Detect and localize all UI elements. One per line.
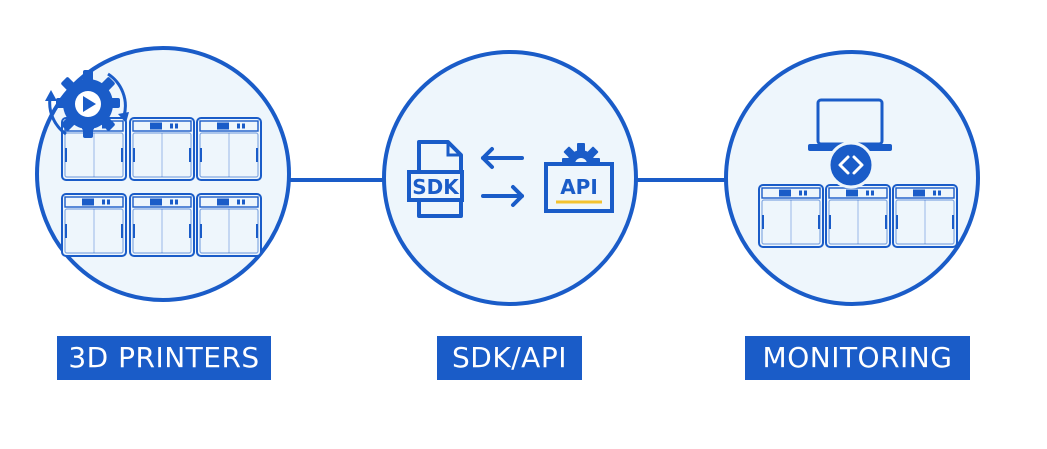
api-panel-icon: API (544, 143, 614, 213)
exchange-arrows-icon (481, 147, 524, 207)
sdk-doc-text: SDK (412, 175, 460, 199)
sdkapi-circle (382, 50, 638, 306)
remote-connection-icon (827, 141, 875, 189)
label-monitoring: MONITORING (745, 336, 970, 380)
api-panel-text: API (560, 175, 598, 199)
printer-icon (196, 193, 262, 257)
printer-icon (129, 117, 195, 181)
label-sdk-api: SDK/API (437, 336, 582, 380)
monitored-printers (758, 184, 958, 248)
printer-icon (196, 117, 262, 181)
sdk-document-icon: SDK (407, 140, 464, 218)
printer-icon (892, 184, 958, 248)
printer-icon (825, 184, 891, 248)
label-3d-printers: 3D PRINTERS (57, 336, 271, 380)
play-gear-icon (45, 70, 129, 138)
printer-icon (61, 193, 127, 257)
printer-icon (129, 193, 195, 257)
printer-icon (758, 184, 824, 248)
